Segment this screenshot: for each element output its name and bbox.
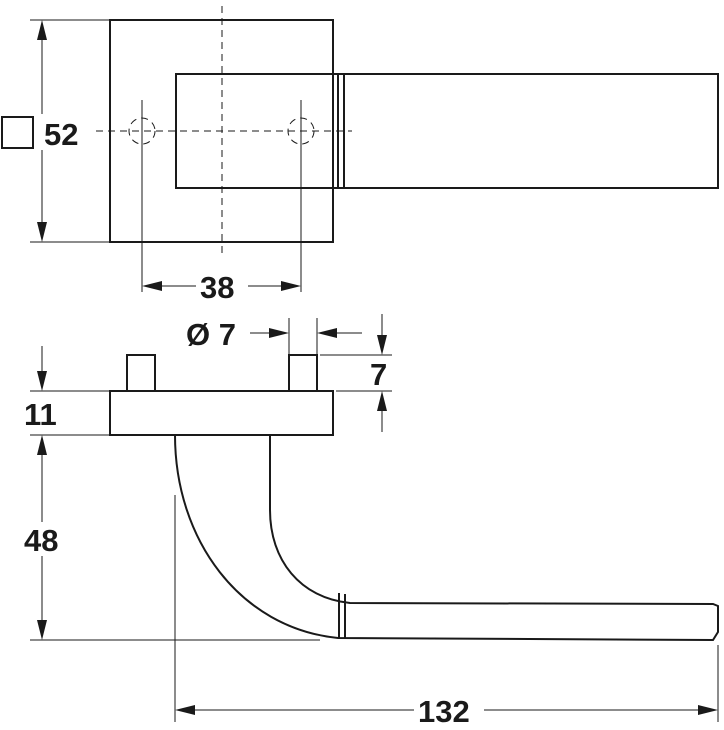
dim-132-arrow-right bbox=[698, 705, 718, 715]
side-view: Ø 7 7 11 48 132 bbox=[20, 314, 719, 729]
dim-7-text-bg bbox=[368, 356, 396, 388]
dim-132-arrow-left bbox=[175, 705, 195, 715]
dim-52-label: 52 bbox=[44, 117, 78, 152]
dim-d7-arrow-right bbox=[317, 328, 337, 338]
dim-7-label: 7 bbox=[370, 357, 387, 392]
dim-48-label: 48 bbox=[24, 523, 58, 558]
rose-base-outline bbox=[109, 390, 334, 436]
dim-d7-arrow-left bbox=[269, 328, 289, 338]
top-view: 52 38 bbox=[1, 6, 719, 305]
dim-38-label: 38 bbox=[200, 270, 234, 305]
dim-11-text-bg bbox=[20, 396, 66, 430]
dim-38-arrow-right bbox=[281, 281, 301, 291]
dim-38-text-bg bbox=[196, 270, 248, 302]
dim-52-text-bg bbox=[40, 114, 90, 150]
dim-48-arrow-bottom bbox=[37, 620, 47, 640]
dim-d7-label: Ø 7 bbox=[186, 317, 236, 352]
pin-left bbox=[126, 354, 156, 392]
dim-52-arrow-bottom bbox=[37, 222, 47, 242]
lever-arm-side-outline bbox=[174, 434, 719, 642]
dim-7-arrow-top bbox=[377, 335, 387, 355]
dim-48-text-bg bbox=[20, 522, 66, 556]
square-symbol-icon bbox=[1, 116, 34, 149]
dim-38-arrow-left bbox=[142, 281, 162, 291]
lever-arm-top-outline bbox=[175, 73, 719, 189]
dim-11-arrow-top bbox=[37, 371, 47, 391]
dim-7-arrow-bottom bbox=[377, 391, 387, 411]
dim-48-arrow-top bbox=[37, 435, 47, 455]
pin-right bbox=[288, 354, 318, 392]
dim-11-label: 11 bbox=[24, 397, 57, 432]
dim-132-label: 132 bbox=[418, 694, 470, 729]
dim-52-arrow-top bbox=[37, 20, 47, 40]
dim-132-text-bg bbox=[414, 694, 484, 726]
